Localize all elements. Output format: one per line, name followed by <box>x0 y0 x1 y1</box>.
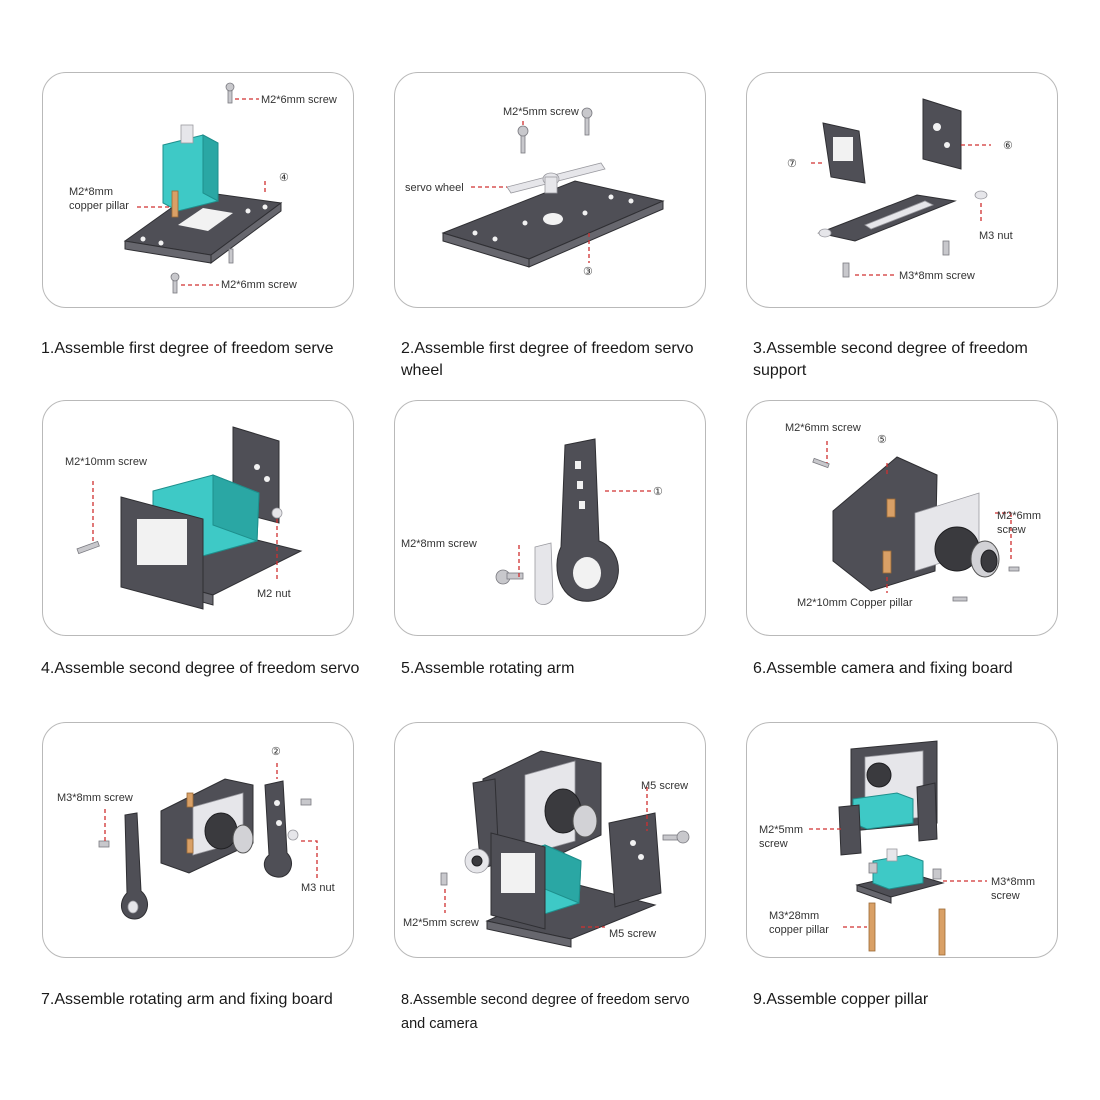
step-4-caption: 4.Assemble second degree of freedom serv… <box>41 660 360 677</box>
step-3-illustration <box>811 98 991 278</box>
screw-right-label: M2*6mm screw <box>997 510 1042 536</box>
bottom-screw-label: M2*6mm screw <box>221 279 297 291</box>
step-7-illustration <box>98 763 318 920</box>
step-8-diagram: M5 screw M2*5mm screw M5 screw <box>394 722 706 958</box>
step-2-illustration <box>441 107 665 268</box>
nut-label: M3 nut <box>301 882 335 894</box>
part-7-label: ⑦ <box>787 158 797 170</box>
screw-label: M2*8mm screw <box>401 538 477 550</box>
servo-wheel-label: servo wheel <box>405 182 464 194</box>
step-2-caption: 2.Assemble first degree of freedom servo… <box>401 340 694 379</box>
step-6-diagram: M2*6mm screw ⑤ M2*6mm screw M2*10mm Copp… <box>746 400 1058 636</box>
step-4-illustration <box>76 426 303 610</box>
step-3-diagram: ⑦ ⑥ M3 nut M3*8mm screw <box>746 72 1058 308</box>
step-2-diagram: M2*5mm screw servo wheel ③ <box>394 72 706 308</box>
m5-bottom-label: M5 screw <box>609 928 657 940</box>
pillar-label: M2*10mm Copper pillar <box>797 597 913 609</box>
nut-label: M2 nut <box>257 588 291 600</box>
step-5-illustration <box>495 438 651 605</box>
step-8-illustration <box>440 750 690 948</box>
step-9-diagram: M2*5mm screw M3*8mm screw M3*28mm copper… <box>746 722 1058 958</box>
step-3-caption: 3.Assemble second degree of freedom supp… <box>753 340 1028 379</box>
step-5-caption: 5.Assemble rotating arm <box>401 660 575 677</box>
pillar-label: M3*28mm copper pillar <box>769 910 829 936</box>
step-7-diagram: ② M3*8mm screw M3 nut <box>42 722 354 958</box>
part-number-label: ④ <box>279 172 289 184</box>
part-5-label: ⑤ <box>877 434 887 446</box>
part-6-label: ⑥ <box>1003 140 1013 152</box>
step-1-caption: 1.Assemble first degree of freedom serve <box>41 340 334 357</box>
step-9-caption: 9.Assemble copper pillar <box>753 991 929 1008</box>
screw-label: M3*8mm screw <box>57 792 133 804</box>
step-9-illustration <box>809 740 987 956</box>
screw-label: M3*8mm screw <box>899 270 975 282</box>
step-7-caption: 7.Assemble rotating arm and fixing board <box>41 991 333 1008</box>
step-1-illustration <box>123 82 283 294</box>
step-1-diagram: M2*6mm screw M2*8mm copper pillar ④ M2*6… <box>42 72 354 308</box>
screw-top-label: M2*6mm screw <box>785 422 861 434</box>
step-8-caption: 8.Assemble second degree of freedom serv… <box>401 992 690 1032</box>
step-6-caption: 6.Assemble camera and fixing board <box>753 660 1013 677</box>
copper-pillar-label: M2*8mm copper pillar <box>69 186 129 212</box>
part-1-label: ① <box>653 486 663 498</box>
top-screw-label: M2*6mm screw <box>261 94 337 106</box>
m2-screw-label: M2*5mm screw <box>759 824 804 850</box>
step-4-diagram: M2*10mm screw M2 nut <box>42 400 354 636</box>
screw-label: M2*10mm screw <box>65 456 147 468</box>
part-2-label: ② <box>271 746 281 758</box>
m2-screw-label: M2*5mm screw <box>403 917 479 929</box>
part-number-label: ③ <box>583 266 593 278</box>
m3-screw-label: M3*8mm screw <box>991 876 1036 902</box>
nut-label: M3 nut <box>979 230 1013 242</box>
screw-label: M2*5mm screw <box>503 106 579 118</box>
step-5-diagram: ① M2*8mm screw <box>394 400 706 636</box>
m5-top-label: M5 screw <box>641 780 689 792</box>
step-6-illustration <box>812 441 1020 602</box>
